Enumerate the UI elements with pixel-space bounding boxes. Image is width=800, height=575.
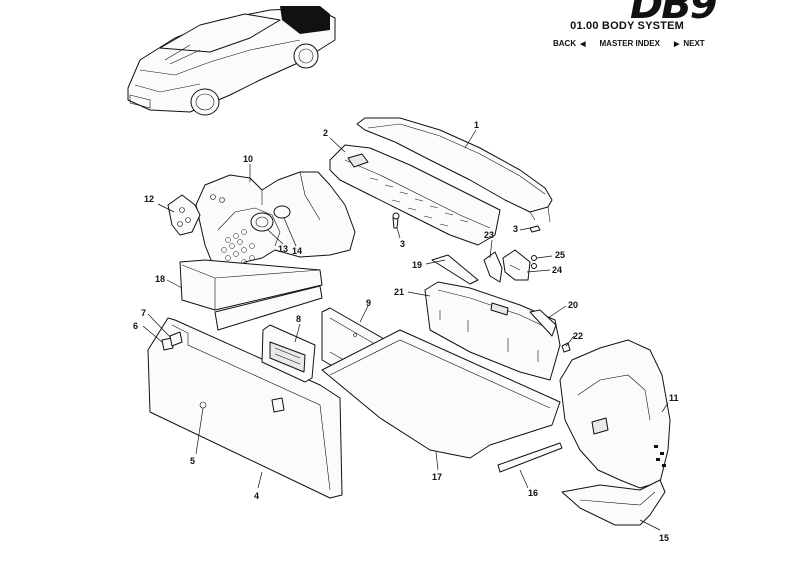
callout-4[interactable]: 4 bbox=[254, 491, 259, 501]
callout-18[interactable]: 18 bbox=[155, 274, 165, 284]
part-2-speaker-shelf[interactable] bbox=[329, 144, 501, 246]
callout-22[interactable]: 22 bbox=[573, 331, 583, 341]
next-link[interactable]: NEXT bbox=[683, 39, 705, 48]
part-1-parcel-shelf-panel[interactable] bbox=[356, 117, 553, 223]
part-25-nut[interactable] bbox=[531, 255, 537, 269]
callout-5[interactable]: 5 bbox=[190, 456, 195, 466]
next-arrow-icon[interactable]: ▶ bbox=[673, 40, 680, 48]
part-3-fastener-b[interactable] bbox=[529, 225, 541, 233]
callout-1[interactable]: 1 bbox=[474, 120, 479, 130]
callout-7[interactable]: 7 bbox=[141, 308, 146, 318]
part-4-side-trim-panel[interactable] bbox=[147, 317, 343, 499]
part-21-rear-trim-panel[interactable] bbox=[424, 281, 561, 381]
back-arrow-icon[interactable]: ◀ bbox=[580, 40, 586, 48]
callout-15[interactable]: 15 bbox=[659, 533, 669, 543]
callout-21[interactable]: 21 bbox=[394, 287, 404, 297]
callout-20[interactable]: 20 bbox=[568, 300, 578, 310]
callout-9[interactable]: 9 bbox=[366, 298, 371, 308]
part-8-storage-pocket[interactable] bbox=[261, 324, 316, 383]
callout-23[interactable]: 23 bbox=[484, 230, 494, 240]
master-index-link[interactable]: MASTER INDEX bbox=[599, 39, 660, 48]
part-23-bracket[interactable] bbox=[483, 251, 503, 283]
leader-lines bbox=[142, 129, 669, 531]
part-20-clip-strip[interactable] bbox=[529, 309, 557, 337]
part-12-bracket[interactable] bbox=[167, 194, 201, 236]
callout-25[interactable]: 25 bbox=[555, 250, 565, 260]
callout-16[interactable]: 16 bbox=[528, 488, 538, 498]
part-22-screw[interactable] bbox=[561, 342, 571, 353]
navigation-bar: BACK ◀ MASTER INDEX ▶ NEXT bbox=[553, 39, 705, 48]
callout-2[interactable]: 2 bbox=[323, 128, 328, 138]
callout-3b[interactable]: 3 bbox=[513, 224, 518, 234]
part-3-fastener[interactable] bbox=[392, 212, 400, 229]
part-13-grommet[interactable] bbox=[250, 212, 274, 232]
part-18-insulation-block[interactable] bbox=[179, 259, 323, 331]
part-7-clip[interactable] bbox=[169, 331, 183, 347]
callout-3a[interactable]: 3 bbox=[400, 239, 405, 249]
callout-8[interactable]: 8 bbox=[296, 314, 301, 324]
callout-labels: 1 2 3 3 4 5 6 7 8 9 10 11 12 13 14 15 16… bbox=[133, 120, 679, 543]
callout-12[interactable]: 12 bbox=[144, 194, 154, 204]
part-15-floor-liner[interactable] bbox=[561, 479, 666, 526]
callout-6[interactable]: 6 bbox=[133, 321, 138, 331]
part-17-floor-panel[interactable] bbox=[321, 329, 561, 459]
callout-13[interactable]: 13 bbox=[278, 244, 288, 254]
back-link[interactable]: BACK bbox=[553, 39, 577, 48]
part-14-grommet[interactable] bbox=[273, 205, 291, 219]
callout-19[interactable]: 19 bbox=[412, 260, 422, 270]
callout-17[interactable]: 17 bbox=[432, 472, 442, 482]
callout-14[interactable]: 14 bbox=[292, 246, 302, 256]
part-16-trim-strip[interactable] bbox=[497, 442, 563, 473]
section-title: 01.00 BODY SYSTEM bbox=[570, 20, 684, 32]
callout-24[interactable]: 24 bbox=[552, 265, 562, 275]
part-6-clip[interactable] bbox=[161, 337, 174, 351]
part-11-wheel-arch-trim-right[interactable] bbox=[559, 339, 671, 489]
model-logo: DB9 bbox=[630, 0, 718, 28]
part-24-mounting-plate[interactable] bbox=[502, 249, 531, 281]
car-thumbnail bbox=[127, 6, 336, 116]
callout-11[interactable]: 11 bbox=[669, 393, 679, 403]
part-19-trim-piece[interactable] bbox=[431, 254, 479, 285]
callout-10[interactable]: 10 bbox=[243, 154, 253, 164]
part-10-wheel-arch-trim[interactable] bbox=[195, 171, 356, 276]
